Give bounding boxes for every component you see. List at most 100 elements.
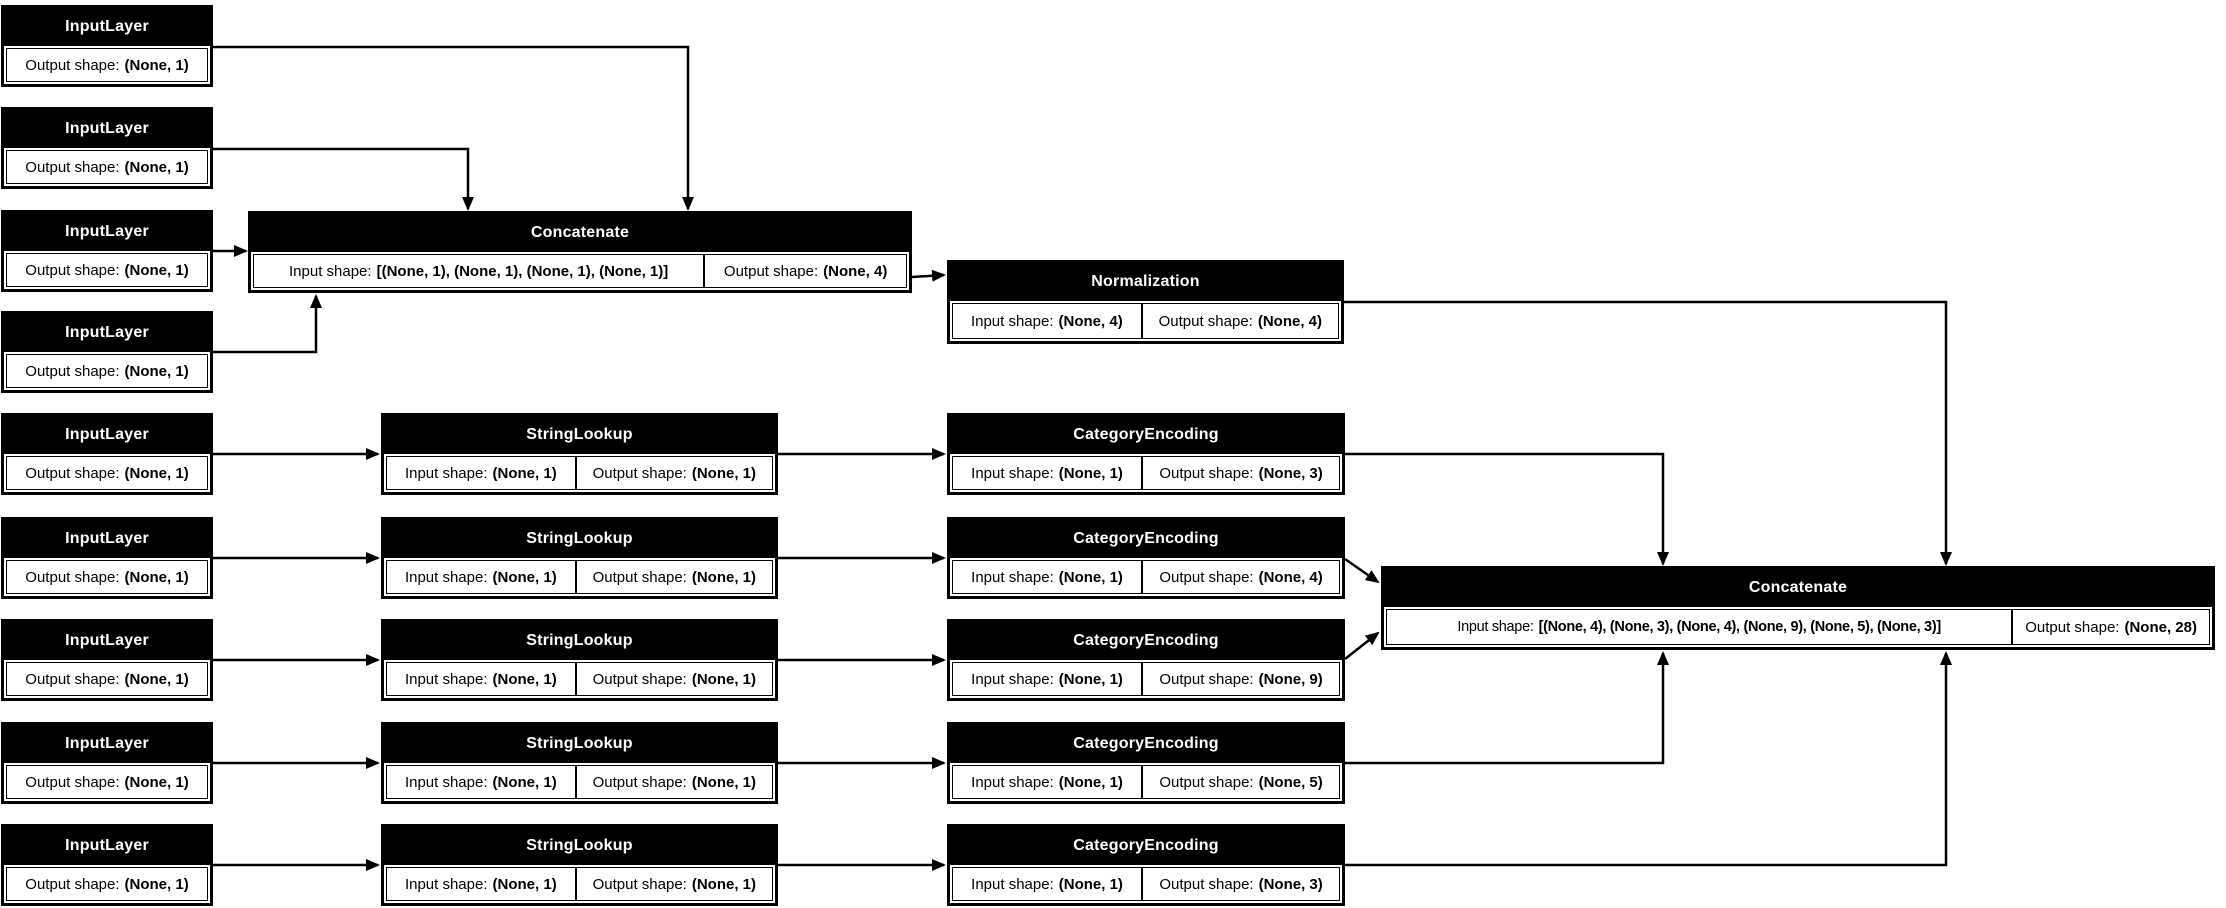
- input-shape-value: (None, 1): [492, 875, 557, 893]
- layer-type-label: CategoryEncoding: [950, 520, 1342, 558]
- input-shape-value: [(None, 1), (None, 1), (None, 1), (None,…: [376, 262, 669, 280]
- layer-type-label: Concatenate: [1384, 569, 2212, 607]
- output-shape-cell: Output shape:(None, 1): [575, 867, 773, 901]
- output-shape-label: Output shape:: [1159, 464, 1254, 482]
- input-shape-label: Input shape:: [970, 312, 1054, 330]
- input-shape-cell: Input shape:(None, 1): [952, 560, 1143, 594]
- output-shape-value: (None, 1): [124, 568, 189, 586]
- input-shape-cell: Input shape:(None, 1): [386, 867, 576, 901]
- output-shape-value: (None, 1): [124, 56, 189, 74]
- output-shape-label: Output shape:: [1159, 875, 1254, 893]
- input-shape-label: Input shape:: [1457, 619, 1534, 635]
- output-shape-cell: Output shape:(None, 5): [1142, 765, 1340, 799]
- node-categoryencoding-5: CategoryEncoding Input shape:(None, 1) O…: [947, 824, 1345, 906]
- edge-normalization-to-concat2: [1344, 300, 1952, 566]
- input-shape-label: Input shape:: [971, 464, 1054, 482]
- output-shape-value: (None, 1): [691, 670, 757, 688]
- input-shape-label: Input shape:: [404, 875, 488, 893]
- layer-type-label: InputLayer: [4, 725, 210, 763]
- layer-type-label: Normalization: [950, 263, 1341, 301]
- node-inputlayer-9: InputLayer Output shape:(None, 1): [1, 824, 213, 906]
- input-shape-value: (None, 1): [492, 670, 557, 688]
- node-stringlookup-2: StringLookup Input shape:(None, 1) Outpu…: [381, 517, 778, 599]
- output-shape-cell: Output shape:(None, 1): [6, 253, 208, 287]
- output-shape-label: Output shape:: [25, 56, 120, 74]
- output-shape-value: (None, 9): [1258, 670, 1323, 688]
- input-shape-value: (None, 1): [1058, 875, 1123, 893]
- node-inputlayer-7: InputLayer Output shape:(None, 1): [1, 619, 213, 701]
- output-shape-cell: Output shape:(None, 1): [6, 662, 208, 696]
- output-shape-cell: Output shape:(None, 1): [575, 560, 773, 594]
- output-shape-cell: Output shape:(None, 1): [6, 456, 208, 490]
- input-shape-label: Input shape:: [404, 464, 488, 482]
- input-shape-value: (None, 1): [492, 773, 557, 791]
- layer-type-label: InputLayer: [4, 416, 210, 454]
- edge-catenc1-to-concat2: [1345, 452, 1669, 566]
- layer-type-label: InputLayer: [4, 213, 210, 251]
- layer-type-label: StringLookup: [384, 622, 775, 660]
- layer-type-label: StringLookup: [384, 827, 775, 865]
- output-shape-label: Output shape:: [1159, 773, 1254, 791]
- node-inputlayer-5: InputLayer Output shape:(None, 1): [1, 413, 213, 495]
- layer-type-label: Concatenate: [251, 214, 909, 252]
- output-shape-value: (None, 1): [124, 875, 189, 893]
- layer-type-label: StringLookup: [384, 416, 775, 454]
- output-shape-cell: Output shape:(None, 1): [6, 354, 208, 388]
- input-shape-label: Input shape:: [404, 568, 488, 586]
- edge-input4-to-concat1: [213, 294, 322, 354]
- output-shape-cell: Output shape:(None, 4): [704, 254, 907, 288]
- output-shape-cell: Output shape:(None, 1): [575, 765, 773, 799]
- output-shape-label: Output shape:: [1158, 312, 1253, 330]
- output-shape-cell: Output shape:(None, 4): [1142, 560, 1340, 594]
- output-shape-cell: Output shape:(None, 1): [6, 765, 208, 799]
- input-shape-cell: Input shape:(None, 1): [386, 456, 576, 490]
- layer-type-label: InputLayer: [4, 622, 210, 660]
- node-stringlookup-3: StringLookup Input shape:(None, 1) Outpu…: [381, 619, 778, 701]
- input-shape-label: Input shape:: [404, 773, 488, 791]
- input-shape-value: (None, 1): [1058, 464, 1123, 482]
- input-shape-value: [(None, 4), (None, 3), (None, 4), (None,…: [1538, 619, 1942, 635]
- edge-input2-to-concat1: [213, 147, 474, 211]
- output-shape-cell: Output shape:(None, 3): [1142, 867, 1340, 901]
- input-shape-cell: Input shape:(None, 1): [952, 765, 1143, 799]
- output-shape-label: Output shape:: [25, 158, 120, 176]
- node-concatenate-1: Concatenate Input shape:[(None, 1), (Non…: [248, 211, 912, 293]
- input-shape-value: (None, 1): [492, 568, 557, 586]
- output-shape-label: Output shape:: [25, 568, 120, 586]
- output-shape-cell: Output shape:(None, 1): [575, 662, 773, 696]
- output-shape-value: (None, 1): [124, 158, 189, 176]
- node-concatenate-2: Concatenate Input shape:[(None, 4), (Non…: [1381, 566, 2215, 650]
- layer-type-label: InputLayer: [4, 110, 210, 148]
- edge-concat1-to-normalization: [911, 269, 946, 282]
- node-normalization: Normalization Input shape:(None, 4) Outp…: [947, 260, 1344, 344]
- input-shape-cell: Input shape:(None, 1): [952, 867, 1143, 901]
- input-shape-label: Input shape:: [289, 262, 372, 280]
- layer-type-label: StringLookup: [384, 725, 775, 763]
- output-shape-value: (None, 1): [124, 362, 189, 380]
- output-shape-cell: Output shape:(None, 4): [1141, 303, 1339, 339]
- output-shape-cell: Output shape:(None, 1): [6, 150, 208, 184]
- output-shape-cell: Output shape:(None, 28): [2012, 609, 2210, 645]
- output-shape-value: (None, 1): [691, 773, 757, 791]
- output-shape-value: (None, 28): [2124, 618, 2197, 636]
- node-stringlookup-5: StringLookup Input shape:(None, 1) Outpu…: [381, 824, 778, 906]
- output-shape-cell: Output shape:(None, 3): [1142, 456, 1340, 490]
- node-categoryencoding-1: CategoryEncoding Input shape:(None, 1) O…: [947, 413, 1345, 495]
- output-shape-label: Output shape:: [592, 568, 687, 586]
- layer-type-label: CategoryEncoding: [950, 725, 1342, 763]
- input-shape-value: (None, 1): [1058, 568, 1123, 586]
- node-inputlayer-6: InputLayer Output shape:(None, 1): [1, 517, 213, 599]
- input-shape-value: (None, 1): [492, 464, 557, 482]
- input-shape-cell: Input shape:[(None, 4), (None, 3), (None…: [1386, 609, 2013, 645]
- output-shape-value: (None, 1): [691, 568, 757, 586]
- input-shape-label: Input shape:: [971, 568, 1054, 586]
- output-shape-cell: Output shape:(None, 1): [575, 456, 773, 490]
- input-shape-cell: Input shape:(None, 1): [952, 456, 1143, 490]
- input-shape-value: (None, 1): [1058, 670, 1123, 688]
- output-shape-value: (None, 1): [691, 875, 757, 893]
- node-stringlookup-1: StringLookup Input shape:(None, 1) Outpu…: [381, 413, 778, 495]
- output-shape-label: Output shape:: [25, 464, 120, 482]
- output-shape-value: (None, 1): [124, 670, 189, 688]
- node-categoryencoding-4: CategoryEncoding Input shape:(None, 1) O…: [947, 722, 1345, 804]
